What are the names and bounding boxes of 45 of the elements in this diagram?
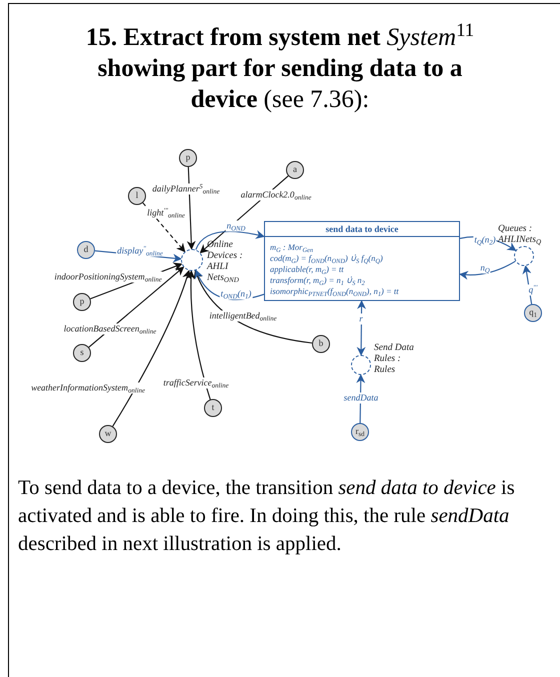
token-label: r$_{sd}$ — [355, 425, 364, 439]
edge-label: trafficService$_{online}$ — [162, 378, 230, 388]
arrow — [186, 270, 211, 400]
arrow — [194, 270, 312, 344]
transition-title: send data to device — [265, 222, 459, 237]
transition-formula: isomorphic$_{PTNET}$(f$_{OND}$(n$_{OND}$), n$_{1}$) = tt — [269, 286, 400, 297]
token-label: w — [104, 427, 112, 440]
edge-label: n$_{OND}$ — [226, 220, 246, 232]
token-label: p — [186, 151, 190, 164]
arrow — [186, 166, 196, 250]
edge-label: sendData — [342, 392, 380, 404]
token-label: a — [293, 163, 297, 176]
arrow — [142, 202, 186, 252]
arrow — [356, 300, 366, 356]
arrow — [195, 230, 265, 250]
transition-formula: transform(r, m$_{G}$) = n$_{1}$ ∪̇$_{S}$ n$_{2}$ — [269, 275, 366, 286]
edge-label: indoorPositioningSystem$_{online}$ — [53, 272, 163, 282]
place-label: Queues : AHLINets$_{Q}$ — [498, 224, 542, 246]
token-label: t — [212, 401, 214, 414]
edge-label: locationBasedScreen$_{online}$ — [62, 324, 158, 334]
transition-formula: cod(m$_{G}$) = f$_{OND}$(n$_{OND}$) ∪̇$_{S}$ f$_{Q}$(n$_{Q}$) — [269, 253, 384, 264]
edge-label: weatherInformationSystem$_{online}$ — [30, 382, 146, 394]
transition-box — [264, 221, 460, 301]
arrow — [459, 260, 516, 280]
edge-label: r — [358, 314, 364, 324]
title: 15. Extract from system net System$^{11}$ showing part for sending data to a device (see 7.36): — [84, 22, 476, 115]
edge-label: t$_{Q}$(n$_{2}$) — [473, 234, 497, 246]
transition-formula: applicable(r, m$_{G}$) = tt — [269, 264, 345, 275]
arrow — [112, 270, 191, 427]
place-label: Send Data Rules : Rules — [374, 343, 415, 376]
caption: To send data to a device, the transition send data to device is activated and is able to fire. In doing this, the rule sendData described in next illustration is applied. — [18, 476, 516, 557]
token-label: b — [318, 337, 324, 350]
transition-formula: m$_{G}$ : Mor$_{Gen}$ — [269, 242, 314, 253]
edge-label: q$^{'''}$ — [528, 284, 538, 296]
arrow — [460, 236, 516, 251]
arrow — [88, 266, 184, 348]
token-label: l — [136, 189, 138, 202]
token-label: q$_{1}$ — [529, 306, 537, 320]
place-label: Online Devices : AHLI Nets$_{OND}$ — [207, 240, 244, 284]
edge-label: intelligentBed$_{online}$ — [208, 310, 278, 322]
edge-label: alarmClock2.0$_{online}$ — [240, 190, 312, 200]
edge-label: t$_{OND}$(n$_{1}$) — [220, 288, 252, 300]
token-label: d — [84, 243, 88, 256]
token-label: s — [80, 346, 84, 360]
token-label: p — [80, 295, 84, 308]
